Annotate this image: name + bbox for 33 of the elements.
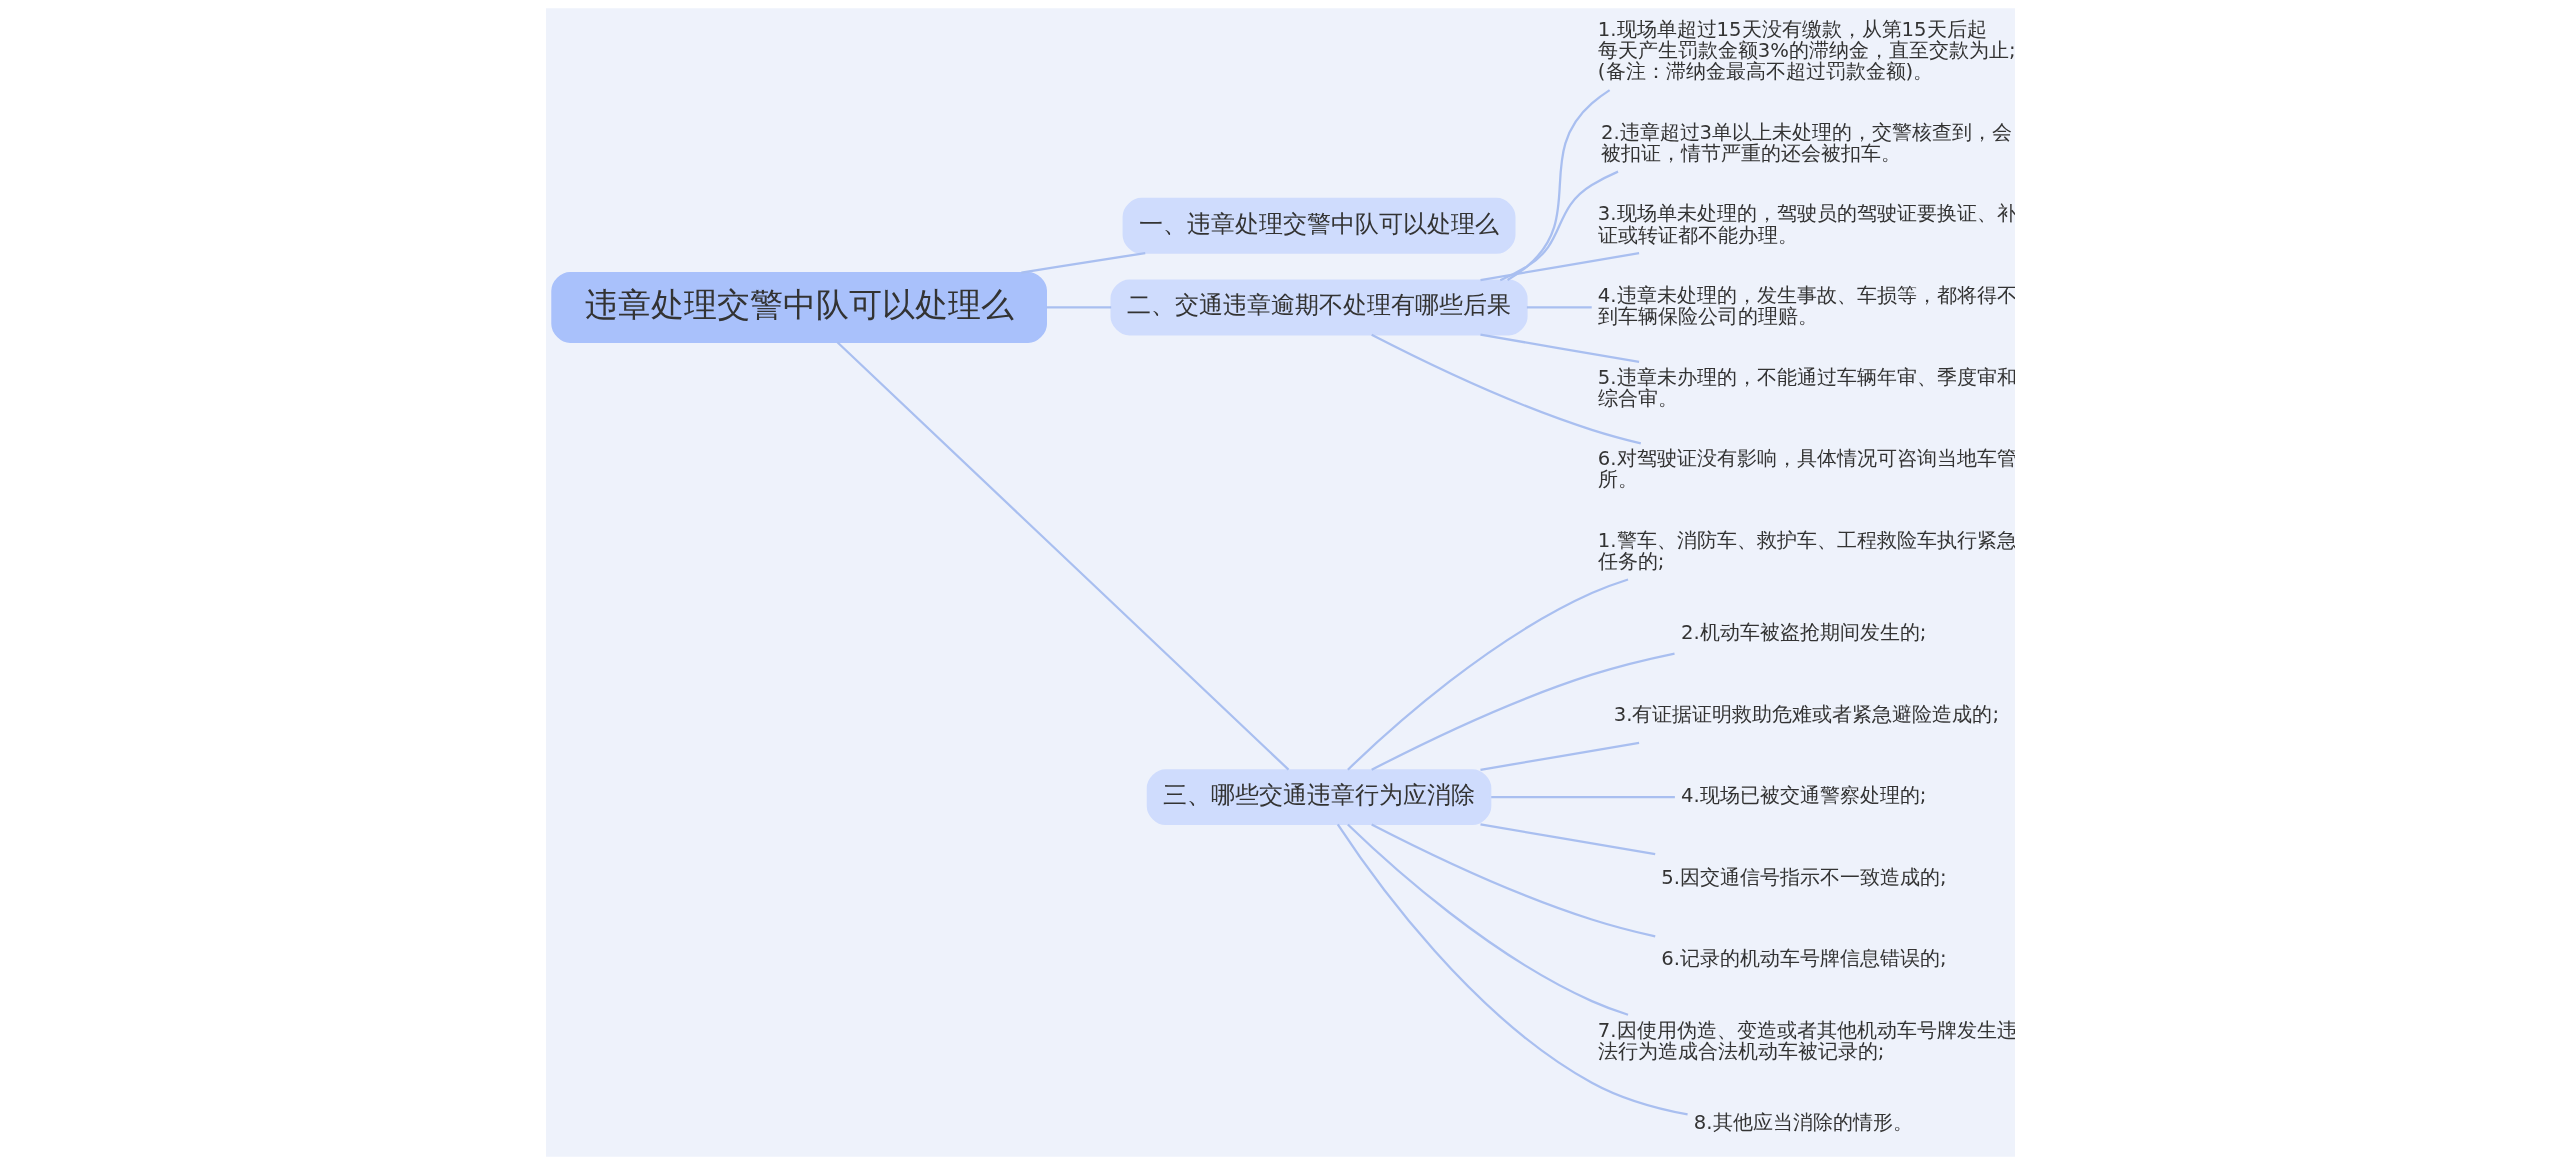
node-text: 6.记录的机动车号牌信息错误的; [1660,947,1947,971]
node-box: 三、哪些交通违章行为应消除 [1146,769,1491,826]
connector [1526,306,1592,309]
node-text: 7.因使用伪造、变造或者其他机动车号牌发生违法行为造成合法机动车被记录的; [1597,1018,2017,1063]
connector [1479,333,1639,363]
connector [836,341,1289,771]
connector [1346,823,1628,1016]
node-text: 6.对驾驶证没有影响，具体情况可咨询当地车管所。 [1597,447,2017,492]
node-box: 违章处理交警中队可以处理么 [550,271,1047,343]
connector [1479,823,1655,856]
node-text: 5.违章未办理的，不能通过车辆年审、季度审和综合审。 [1597,365,2017,410]
connector [1370,652,1675,771]
node-text: 4.违章未处理的，发生事故、车损等，都将得不到车辆保险公司的理赔。 [1597,284,2017,329]
connector [1370,823,1655,938]
node-text: 8.其他应当消除的情形。 [1693,1110,1913,1134]
connector [1370,333,1641,445]
connector [1479,251,1639,282]
connector [1490,795,1675,799]
connector [1479,741,1639,771]
connector [1346,578,1628,771]
node-text: 3.有证据证明救助危难或者紧急避险造成的; [1613,702,1999,726]
node-text: 4.现场已被交通警察处理的; [1680,784,1926,808]
connector [1336,823,1688,1116]
node-text: 2.违章超过3单以上未处理的，交警核查到，会被扣证，情节严重的还会被扣车。 [1600,120,2012,165]
node-text: 2.机动车被盗抢期间发生的; [1680,621,1926,645]
connector [1020,251,1145,274]
node-text: 1.现场单超过15天没有缴款，从第15天后起每天产生罚款金额3%的滞纳金，直至交款为止;(备注：滞纳金最高不超过罚款金额)。 [1597,18,2016,84]
node-text: 5.因交通信号指示不一致造成的; [1660,865,1947,889]
connector [1506,89,1610,282]
node-box: 一、违章处理交警中队可以处理么 [1122,197,1515,254]
connector [1046,306,1111,309]
connector [1499,170,1618,282]
node-box: 二、交通违章逾期不处理有哪些后果 [1109,279,1528,336]
